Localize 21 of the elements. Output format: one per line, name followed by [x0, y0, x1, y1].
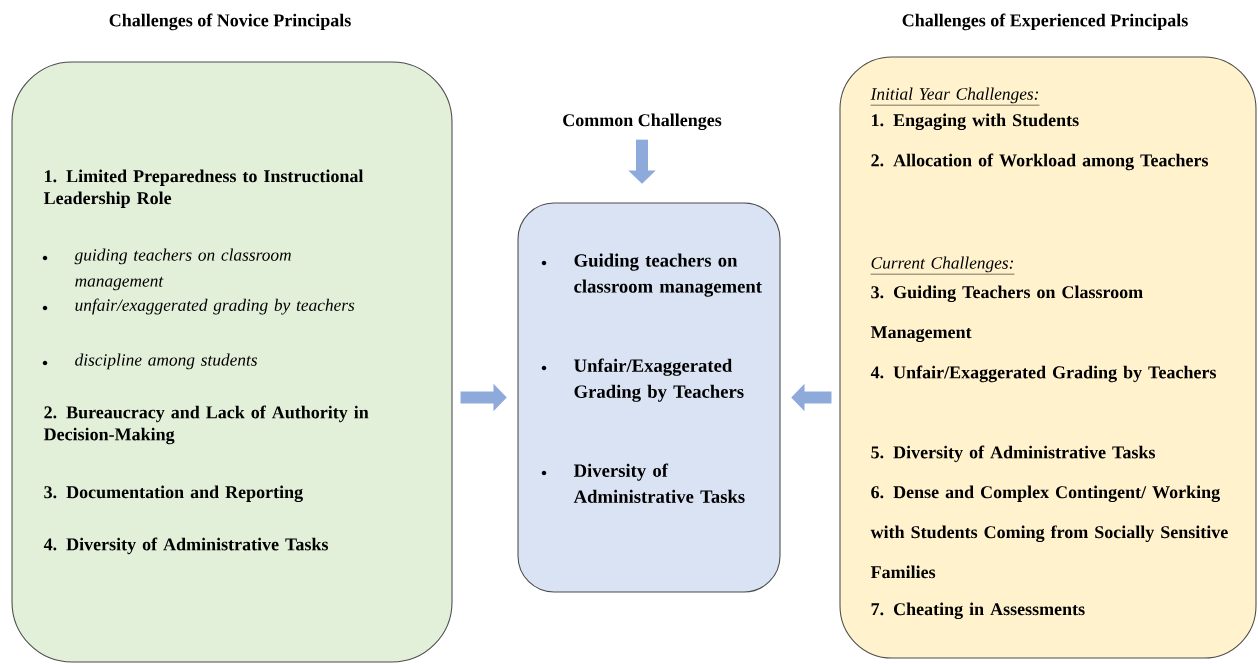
challenge-item: 2. Bureaucracy and Lack of Authority in Decision-Making — [43, 405, 369, 445]
column-heading: Challenges of Novice Principals — [109, 13, 351, 31]
section-subheading: Current Challenges: — [870, 256, 1015, 275]
bullet-item: Diversity of Administrative Tasks — [573, 463, 745, 503]
column-heading: Challenges of Experienced Principals — [902, 13, 1188, 31]
challenge-item: 7. Cheating in Assessments — [871, 602, 1085, 620]
challenge-item: 1. Engaging with Students — [872, 113, 1079, 131]
challenge-item: 2. Allocation of Workload among Teachers — [871, 153, 1208, 171]
challenge-item: 1. Limited Preparedness to Instructional Leadership Role — [43, 169, 364, 208]
bullet-item: discipline among students — [75, 353, 258, 370]
bullet-item: Unfair/Exaggerated Grading by Teachers — [574, 358, 744, 402]
challenge-item: 3. Documentation and Reporting — [44, 485, 303, 503]
section-subheading: Initial Year Challenges: — [870, 87, 1040, 106]
challenge-item: 6. Dense and Complex Contingent/ Working with Students Coming from Socially Sensitive Families — [870, 485, 1228, 579]
bullet-item: Guiding teachers on classroom management — [574, 253, 762, 297]
challenge-item: 3. Guiding Teachers on Classroom Management — [870, 285, 1143, 343]
challenge-item: 4. Unfair/Exaggerated Grading by Teachers — [870, 365, 1216, 383]
challenge-item: 4. Diversity of Administrative Tasks — [43, 537, 328, 555]
challenge-item: 5. Diversity of Administrative Tasks — [871, 445, 1155, 463]
column-heading: Common Challenges — [563, 113, 722, 131]
bullet-item: unfair/exaggerated grading by teachers — [75, 298, 355, 315]
